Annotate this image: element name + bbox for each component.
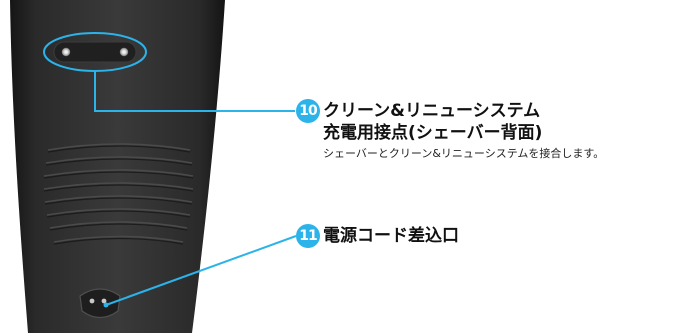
callout-number-badge: 11 (296, 224, 320, 248)
callout-10-description: シェーバーとクリーン&リニューシステムを接合します。 (323, 147, 605, 160)
grip-ridges (43, 143, 194, 243)
callout-number-badge: 10 (296, 99, 320, 123)
power-cord-inlet (79, 288, 121, 319)
charging-contact-plate (53, 41, 137, 63)
shaver-body (10, 0, 225, 333)
callout-11-title: 電源コード差込口 (323, 225, 459, 246)
charging-contact-left (61, 47, 71, 57)
callout-10-title-line2: 充電用接点(シェーバー背面) (323, 123, 543, 143)
charging-contact-right (119, 47, 129, 57)
callout-11-leader-line (105, 235, 297, 306)
callout-10-leader-line (94, 71, 295, 112)
callout-11-line-end (103, 302, 109, 308)
callout-10-title-line1: クリーン&リニューシステム (323, 100, 541, 121)
